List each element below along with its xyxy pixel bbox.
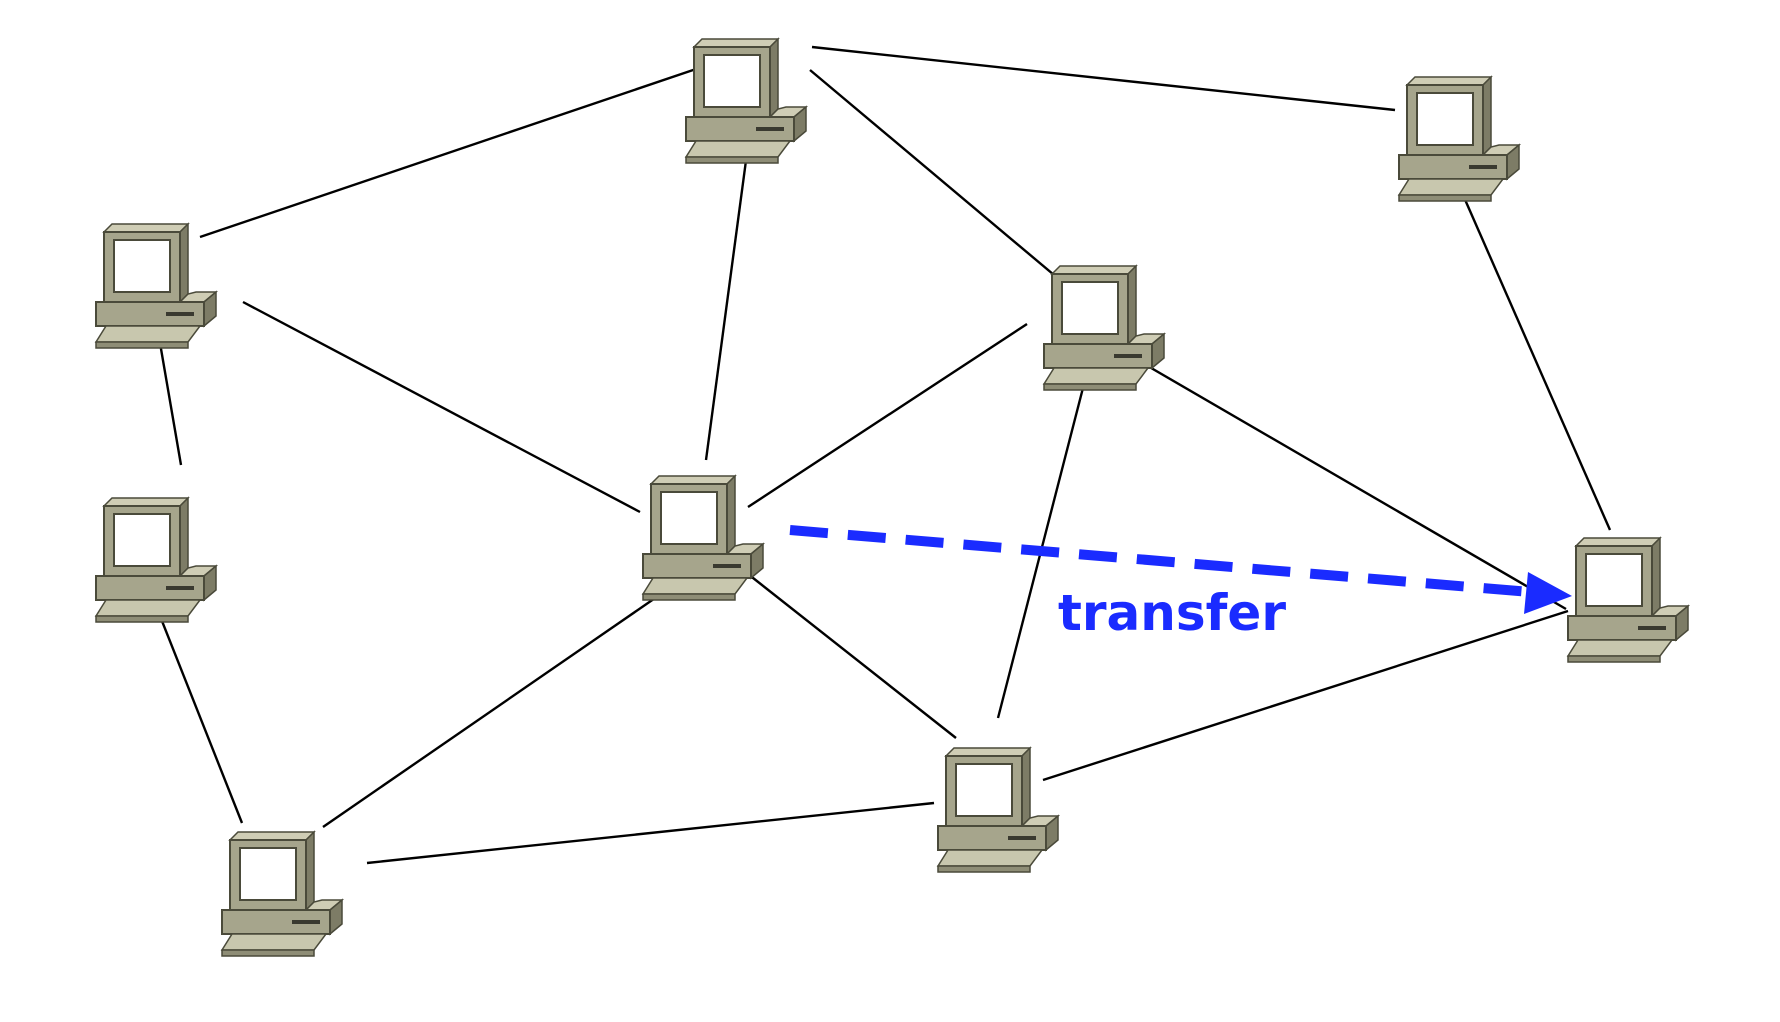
- transfer-label: transfer: [1058, 584, 1286, 642]
- link-n-right-mid-n-far-right: [1145, 363, 1567, 611]
- computer-icon: [95, 223, 217, 349]
- link-n-top-n-top-right: [811, 45, 1396, 112]
- link-n-top-n-center: [704, 152, 749, 461]
- computer-icon: [685, 38, 807, 164]
- link-n-left-upper-n-center: [242, 300, 641, 514]
- link-n-center-n-bottom-mid: [747, 573, 957, 739]
- transfer-arrow: transfer: [789, 525, 1572, 642]
- transfer-arrowhead: [1524, 572, 1572, 614]
- link-n-bottom-mid-n-far-right: [1042, 609, 1569, 782]
- computer-icon: [642, 475, 764, 601]
- link-n-top-right-n-far-right: [1461, 194, 1612, 531]
- computer-icon: [937, 747, 1059, 873]
- computer-icon: [1567, 537, 1689, 663]
- link-n-top-n-right-mid: [809, 69, 1061, 281]
- transfer-dashed-line: [789, 525, 1531, 597]
- link-n-center-n-bottom-left: [322, 593, 662, 828]
- link-n-bottom-mid-n-bottom-left: [366, 801, 935, 865]
- link-n-center-n-right-mid: [747, 322, 1028, 509]
- network-links: [158, 45, 1612, 865]
- link-n-left-upper-n-left-mid: [158, 342, 183, 466]
- computer-icon: [1043, 265, 1165, 391]
- computer-icon: [95, 497, 217, 623]
- computer-icon: [221, 831, 343, 957]
- link-n-left-mid-n-bottom-left: [158, 615, 244, 824]
- link-n-top-n-left-upper: [199, 65, 703, 239]
- computer-icon: [1398, 76, 1520, 202]
